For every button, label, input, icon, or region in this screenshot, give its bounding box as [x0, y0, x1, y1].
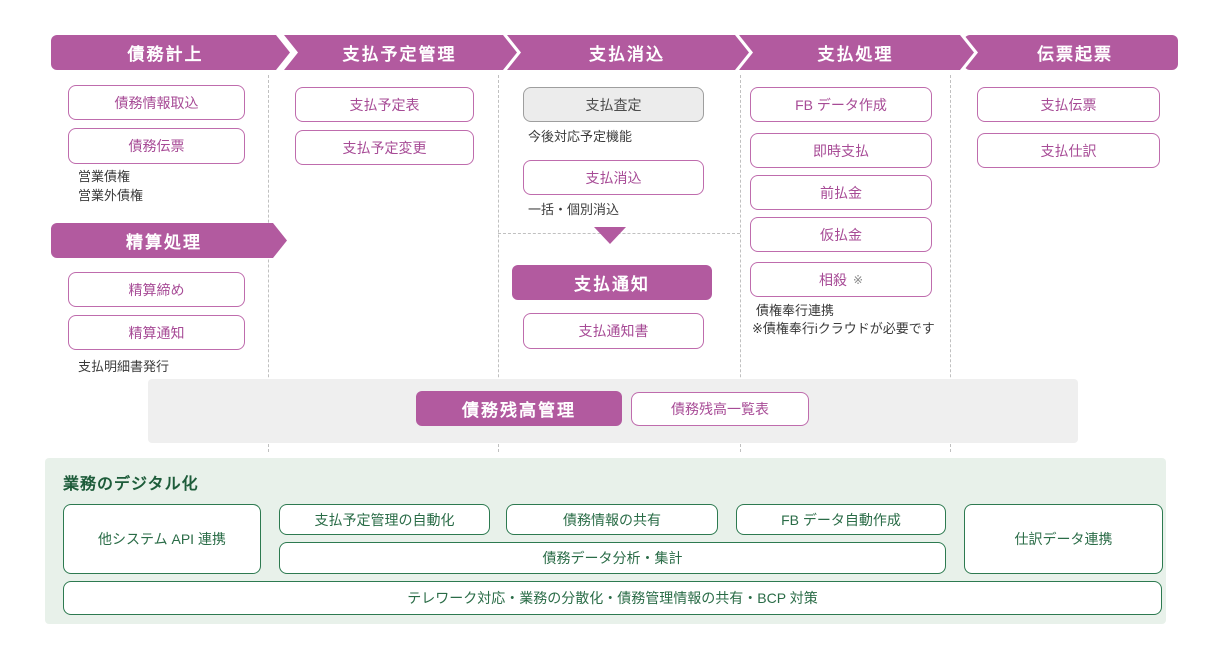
process-header-saimu-keijo: 債務計上	[51, 35, 290, 70]
column-separator-4	[950, 75, 951, 452]
box-sokuji-shiharai: 即時支払	[750, 133, 932, 168]
gbox-fb-data-jido-sakusei: FB データ自動作成	[736, 504, 946, 535]
note-shiharai-meisaisho-hakko: 支払明細書発行	[78, 359, 170, 374]
note-saiken-bugyo-icloud: ※債権奉行iクラウドが必要です	[752, 321, 935, 336]
digitalization-title: 業務のデジタル化	[63, 476, 199, 493]
down-arrow-icon	[594, 227, 626, 244]
box-shiharai-keshikomi: 支払消込	[523, 160, 704, 195]
box-shiharai-denpyo: 支払伝票	[977, 87, 1160, 122]
box-karibaraikin: 仮払金	[750, 217, 932, 252]
gbox-shiwake-data-renkei: 仕訳データ連携	[964, 504, 1163, 574]
box-shiharai-yotei-henko: 支払予定変更	[295, 130, 474, 165]
box-shiharai-shiwake: 支払仕訳	[977, 133, 1160, 168]
note-saiken-bugyo-renkei: 債権奉行連携	[756, 303, 835, 318]
header-saimu-zandaka-kanri: 債務残高管理	[416, 391, 622, 426]
box-seisan-tsuchi: 精算通知	[68, 315, 245, 350]
note-eigyogai-saiken: 営業外債権	[78, 188, 144, 203]
process-header-shiharai-shori: 支払処理	[739, 35, 974, 70]
process-header-shiharai-keshikomi: 支払消込	[507, 35, 749, 70]
note-ikkatsu-kobetsu-keshikomi: 一括・個別消込	[528, 202, 620, 217]
box-saimu-zandaka-ichiranhyo: 債務残高一覧表	[631, 392, 809, 426]
process-header-shiharai-yotei-kanri: 支払予定管理	[284, 35, 517, 70]
box-shiharai-tsuchisho: 支払通知書	[523, 313, 704, 349]
box-maebaraikin: 前払金	[750, 175, 932, 210]
process-header-seisan-shori: 精算処理	[51, 223, 287, 258]
gbox-shiharai-yotei-kanri-jidoka: 支払予定管理の自動化	[279, 504, 490, 535]
box-shiharai-yoteihyo: 支払予定表	[295, 87, 474, 122]
gbox-saimu-data-bunseki-shukei: 債務データ分析・集計	[279, 542, 946, 574]
gbox-other-system-api-renkei: 他システム API 連携	[63, 504, 261, 574]
box-sosai-asterisk: ※	[852, 272, 864, 287]
column-separator-2	[498, 75, 499, 452]
column-separator-1	[268, 75, 269, 452]
gbox-telework-bcp: テレワーク対応・業務の分散化・債務管理情報の共有・BCP 対策	[63, 581, 1162, 615]
note-eigyo-saiken: 営業債権	[78, 169, 131, 184]
box-sosai-label: 相殺	[818, 271, 847, 288]
box-saimu-denpyo: 債務伝票	[68, 128, 245, 164]
gbox-saimu-joho-kyoyu: 債務情報の共有	[506, 504, 718, 535]
box-fb-data-sakusei: FB データ作成	[750, 87, 932, 122]
box-sosai: 相殺 ※	[750, 262, 932, 297]
note-kongo-taio-yotei-kino: 今後対応予定機能	[528, 129, 633, 144]
column-separator-3	[740, 75, 741, 452]
process-header-denpyo-kihyo: 伝票起票	[964, 35, 1178, 70]
header-shiharai-tsuchi: 支払通知	[512, 265, 712, 300]
box-saimu-joho-torikomi: 債務情報取込	[68, 85, 245, 120]
box-seisan-shime: 精算締め	[68, 272, 245, 307]
box-shiharai-satei-planned: 支払査定	[523, 87, 704, 122]
